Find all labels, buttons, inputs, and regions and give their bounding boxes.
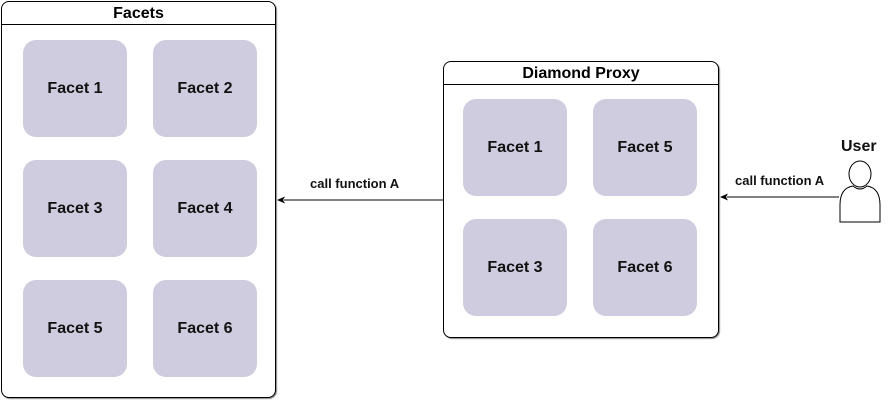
diamond-proxy-container: Diamond Proxy Facet 1 Facet 5 Facet 3 Fa… [443, 61, 719, 338]
arrow-proxy-to-facets [277, 196, 443, 204]
user-icon[interactable] [839, 160, 881, 223]
facet-box[interactable]: Facet 5 [593, 99, 697, 196]
facet-box[interactable]: Facet 4 [153, 160, 257, 257]
facets-container-title: Facets [2, 2, 275, 25]
user-label: User [841, 138, 877, 155]
facet-box[interactable]: Facet 3 [23, 160, 127, 257]
facet-box[interactable]: Facet 6 [153, 280, 257, 377]
facet-box[interactable]: Facet 5 [23, 280, 127, 377]
diamond-proxy-title: Diamond Proxy [444, 62, 718, 85]
facet-box[interactable]: Facet 2 [153, 40, 257, 137]
facets-container: Facets Facet 1 Facet 2 Facet 3 Facet 4 F… [1, 1, 276, 398]
arrow-user-to-proxy [720, 193, 839, 201]
arrow-label-proxy-to-facets: call function A [310, 176, 400, 191]
facet-box[interactable]: Facet 1 [23, 40, 127, 137]
facet-box[interactable]: Facet 6 [593, 219, 697, 316]
facet-box[interactable]: Facet 3 [463, 219, 567, 316]
facet-box[interactable]: Facet 1 [463, 99, 567, 196]
arrow-label-user-to-proxy: call function A [735, 173, 825, 188]
